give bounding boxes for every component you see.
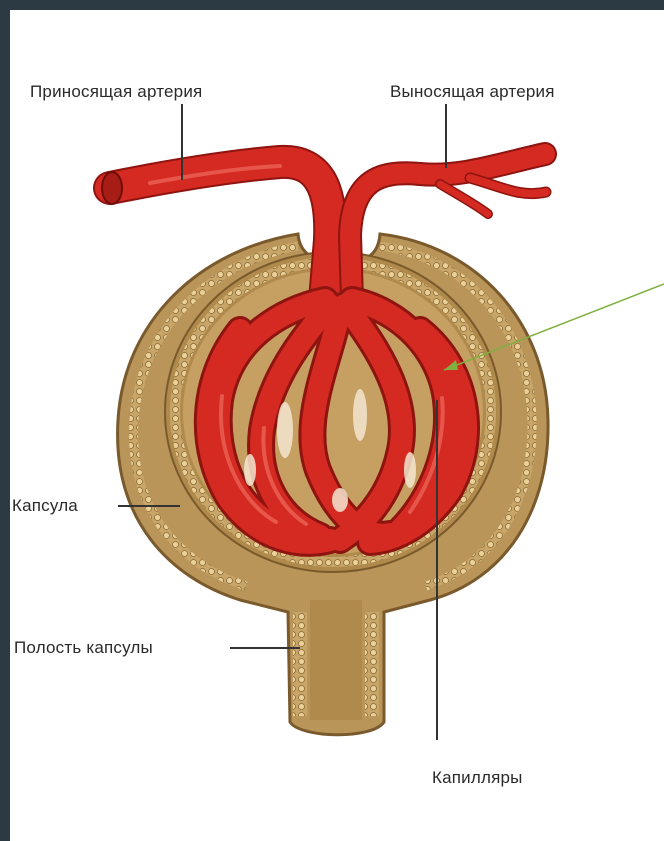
label-capsule-cavity: Полость капсулы <box>14 638 153 658</box>
label-capsule: Капсула <box>12 496 78 516</box>
label-afferent-artery: Приносящая артерия <box>30 82 202 102</box>
label-efferent-artery: Выносящая артерия <box>390 82 555 102</box>
glomerulus-diagram <box>10 10 664 841</box>
afferent-artery-opening <box>102 172 122 204</box>
tubule-lumen <box>310 600 362 720</box>
label-capillaries: Капилляры <box>432 768 523 788</box>
diagram-frame: Приносящая артерия Выносящая артерия Кап… <box>10 10 664 841</box>
